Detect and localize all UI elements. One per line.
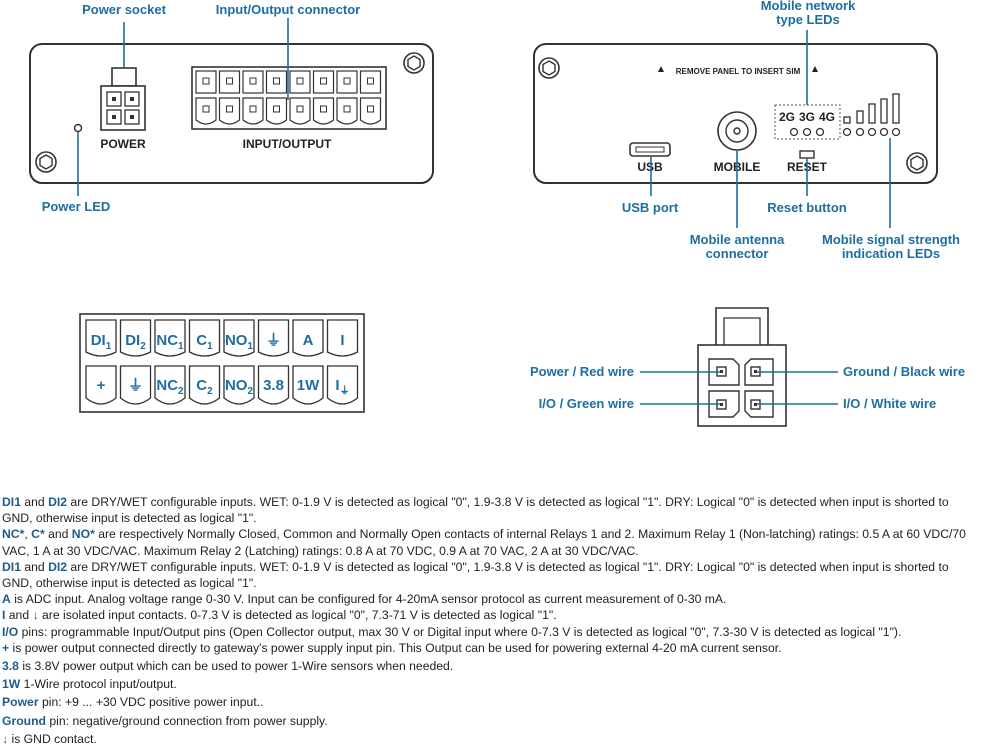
- note-gnd: ↓ is GND contact.: [2, 731, 97, 746]
- note-power: Power pin: +9 ... +30 VDC positive power…: [2, 695, 264, 710]
- net-3g: 3G: [799, 110, 815, 124]
- power-text: POWER: [100, 137, 146, 151]
- signal-leds-label: Mobile signal strength: [822, 232, 960, 247]
- terminal-pin-top: ⏚: [257, 319, 290, 357]
- signal-leds-label-2: indication LEDs: [842, 246, 940, 261]
- io-pin: [312, 70, 335, 125]
- hardware-diagram: POWER INPUT/OUTPUT Power socket Input/Ou…: [29, 0, 965, 427]
- pin-label: A: [303, 332, 314, 349]
- usb-port: [629, 142, 671, 157]
- note-di-repeat: DI1 and DI2 are DRY/WET configurable inp…: [2, 559, 949, 591]
- terminal-pin-top: A: [292, 319, 324, 357]
- antenna-label: Mobile antenna: [690, 232, 785, 247]
- note-adc: A is ADC input. Analog voltage range 0-3…: [2, 592, 727, 607]
- io-text: INPUT/OUTPUT: [243, 137, 332, 151]
- ground-black-wire-label: Ground / Black wire: [843, 364, 965, 379]
- io-pin: [242, 70, 264, 125]
- pin-label: ⏚: [266, 332, 281, 349]
- usb-port-label: USB port: [622, 200, 679, 215]
- terminal-pin-bottom: ⏚: [119, 365, 152, 405]
- pin-label: NO2: [225, 377, 254, 397]
- power-socket-label: Power socket: [82, 2, 166, 17]
- io-green-wire-label: I/O / Green wire: [539, 396, 634, 411]
- signal-leds: [842, 127, 901, 137]
- io-pin: [265, 70, 288, 125]
- led-2g: [789, 127, 799, 137]
- terminal-pin-bottom: +: [85, 365, 117, 405]
- pin-label: +: [97, 377, 106, 394]
- arrow-up-icon: [658, 66, 664, 72]
- io-pin: [289, 70, 311, 125]
- terminal-pin-top: DI1: [85, 319, 117, 357]
- screw-icon: [403, 52, 425, 74]
- note-1w: 1W 1-Wire protocol input/output.: [2, 677, 177, 692]
- arrow-up-icon: [812, 66, 818, 72]
- note-38: 3.8 is 3.8V power output which can be us…: [2, 659, 454, 674]
- power-led-label: Power LED: [42, 199, 111, 214]
- pin-label: I⏚: [335, 377, 349, 397]
- note-io: I/O pins: programmable Input/Output pins…: [2, 624, 902, 639]
- terminal-pin-top: I: [326, 319, 359, 357]
- terminal-pin-top: DI2: [119, 319, 152, 357]
- io-connector: [191, 66, 387, 130]
- terminal-block: DI1 DI2 NC1 C1 NO1 ⏚ A I + ⏚ NC2 C2 NO2 3.8 1W I⏚: [79, 313, 365, 413]
- io-pin: [195, 70, 217, 125]
- io-connector-label: Input/Output connector: [216, 2, 360, 17]
- usb-text: USB: [637, 160, 663, 174]
- pin-label: NC1: [156, 332, 184, 352]
- terminal-pin-bottom: I⏚: [326, 365, 359, 405]
- signal-bars-icon: [843, 93, 900, 124]
- power-socket: [100, 67, 146, 131]
- power-led: [73, 123, 83, 133]
- screw-icon: [538, 57, 560, 79]
- pin-label: C2: [196, 377, 213, 397]
- pin-label: NO1: [225, 332, 254, 352]
- terminal-pin-top: C1: [188, 319, 221, 357]
- rear-panel: REMOVE PANEL TO INSERT SIM USB MOBILE RE…: [533, 43, 938, 184]
- note-ground: Ground pin: negative/ground connection f…: [2, 713, 328, 728]
- io-pin: [218, 70, 241, 125]
- screw-icon: [906, 152, 928, 174]
- io-pin: [359, 70, 382, 125]
- ground-arrow-icon: ↓: [32, 608, 39, 623]
- pin-label: C1: [196, 332, 213, 352]
- terminal-pin-bottom: NC2: [154, 365, 186, 405]
- sim-text: REMOVE PANEL TO INSERT SIM: [676, 67, 801, 76]
- pin-label: 1W: [297, 377, 320, 394]
- pin-label: 3.8: [263, 377, 284, 394]
- terminal-pin-top: NC1: [154, 319, 186, 357]
- note-relays: NC*, C* and NO* are respectively Normall…: [2, 527, 966, 558]
- network-leds-label-2: type LEDs: [776, 12, 840, 27]
- front-panel: POWER INPUT/OUTPUT: [29, 43, 434, 184]
- network-leds-label: Mobile network: [761, 0, 856, 13]
- led-4g: [815, 127, 825, 137]
- net-4g: 4G: [819, 110, 835, 124]
- terminal-pin-bottom: 3.8: [257, 365, 290, 405]
- pin-label: I: [340, 332, 344, 349]
- terminal-pin-bottom: 1W: [292, 365, 324, 405]
- note-di: DI1 and DI2 are DRY/WET configurable inp…: [2, 495, 949, 526]
- io-white-wire-label: I/O / White wire: [843, 396, 936, 411]
- led-3g: [802, 127, 812, 137]
- net-2g: 2G: [779, 110, 795, 124]
- power-red-wire-label: Power / Red wire: [530, 364, 634, 379]
- pin-label: DI2: [125, 332, 146, 352]
- terminal-pin-bottom: C2: [188, 365, 221, 405]
- power-connector: [697, 307, 787, 427]
- screw-icon: [35, 151, 57, 173]
- terminal-pin-bottom: NO2: [223, 365, 255, 405]
- ground-arrow-icon: ↓: [2, 731, 9, 746]
- note-isolated: I and ↓ are isolated input contacts. 0-7…: [2, 608, 557, 623]
- pin-label: NC2: [156, 377, 184, 397]
- note-plus: + is power output connected directly to …: [2, 640, 782, 655]
- io-pin: [336, 70, 358, 125]
- antenna-label-2: connector: [706, 246, 769, 261]
- notes: DI1 and DI2 are DRY/WET configurable inp…: [2, 494, 980, 747]
- pin-label: ⏚: [128, 377, 143, 394]
- pin-label: DI1: [91, 332, 112, 352]
- reset-button-label: Reset button: [767, 200, 847, 215]
- terminal-pin-top: NO1: [223, 319, 255, 357]
